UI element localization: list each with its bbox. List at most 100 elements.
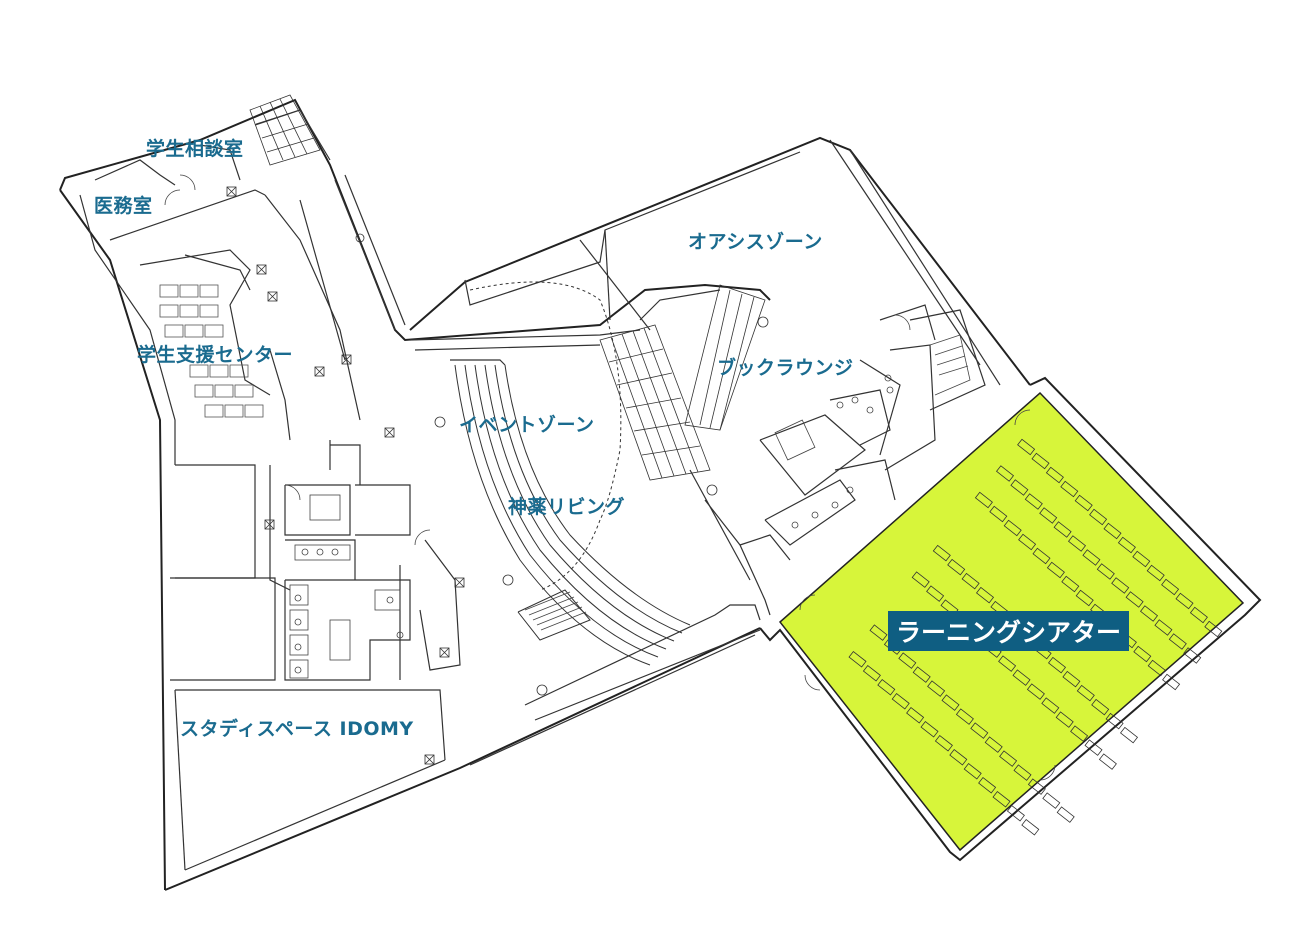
- theater-desk: [1026, 683, 1045, 700]
- theater-desk: [927, 680, 946, 697]
- oasis-zone-label[interactable]: オアシスゾーン: [688, 231, 823, 253]
- theater-desk: [1096, 563, 1115, 580]
- theater-desk: [978, 776, 997, 794]
- theater-desk: [869, 624, 888, 641]
- theater-desk: [1119, 726, 1139, 744]
- theater-desk: [1053, 521, 1072, 538]
- theater-desk: [1133, 645, 1152, 663]
- theater-desk: [898, 652, 917, 669]
- theater-desk: [1076, 684, 1095, 702]
- theater-desk: [1117, 536, 1136, 554]
- theater-desk: [941, 694, 960, 711]
- theater-desk: [1012, 669, 1031, 686]
- theater-desk: [1091, 698, 1110, 716]
- theater-desk: [999, 750, 1018, 767]
- theater-desk: [934, 734, 953, 752]
- theater-desk: [1103, 522, 1122, 540]
- theater-desk: [1161, 578, 1180, 596]
- theater-desk: [1125, 591, 1144, 608]
- theater-desk: [1162, 673, 1181, 691]
- theater-desk: [1067, 535, 1087, 552]
- theater-desk: [1018, 533, 1037, 551]
- theater-desk: [1046, 561, 1065, 579]
- theater-desk: [998, 655, 1017, 672]
- theater-desk: [963, 762, 982, 780]
- book-lounge-label[interactable]: ブックラウンジ: [717, 357, 854, 379]
- theater-desk: [1013, 764, 1032, 781]
- theater-desk: [1024, 493, 1043, 510]
- structural-columns: [226, 186, 769, 765]
- theater-desk: [1204, 620, 1223, 638]
- theater-desk: [961, 572, 980, 590]
- theater-desk: [920, 720, 939, 738]
- book-lounge-grid: [599, 284, 766, 481]
- theater-desk: [932, 544, 951, 562]
- theater-desk: [1060, 480, 1079, 498]
- student-support-center-label[interactable]: 学生支援センター: [137, 344, 294, 366]
- theater-desk: [1010, 479, 1029, 496]
- theater-desk: [912, 666, 931, 683]
- theater-desk: [1042, 792, 1061, 809]
- theater-desk: [877, 678, 896, 696]
- study-space-label[interactable]: スタディスペース IDOMY: [180, 718, 414, 740]
- theater-desk: [848, 650, 867, 668]
- restroom-fixtures: [289, 494, 404, 679]
- theater-desk: [1039, 507, 1058, 524]
- building-outline: [59, 98, 1262, 891]
- medical-room-label[interactable]: 医務室: [94, 195, 153, 217]
- theater-desk: [1189, 606, 1208, 624]
- theater-desk: [992, 790, 1011, 808]
- event-zone-label[interactable]: イベントゾーン: [459, 414, 595, 436]
- event-zone-arena: [454, 281, 691, 666]
- theater-desk: [1146, 564, 1165, 582]
- theater-desk: [1147, 659, 1166, 677]
- theater-desk: [1032, 547, 1051, 565]
- theater-desk: [1021, 818, 1040, 836]
- door-arcs: [164, 174, 1056, 781]
- theater-desk: [975, 586, 995, 604]
- theater-desk: [955, 708, 974, 725]
- theater-desk: [926, 585, 945, 602]
- shinyaku-living-label[interactable]: 神薬リビング: [508, 496, 626, 518]
- support-center-desks: [159, 284, 264, 418]
- theater-desk: [1055, 711, 1074, 728]
- theater-desk: [1070, 725, 1089, 742]
- theater-desk: [1105, 712, 1124, 730]
- oasis-restrooms: [774, 334, 971, 529]
- theater-desk: [1084, 739, 1103, 756]
- theater-desk: [1168, 633, 1187, 650]
- theater-desk: [1045, 466, 1064, 484]
- theater-desk: [891, 692, 910, 710]
- theater-desk: [1074, 494, 1093, 512]
- theater-desk: [984, 736, 1003, 753]
- event-stair-steps: [524, 591, 587, 631]
- theater-desk: [1111, 577, 1130, 594]
- theater-desk: [1031, 452, 1050, 470]
- theater-desk: [989, 505, 1008, 523]
- theater-desk: [1056, 806, 1075, 823]
- theater-desk: [906, 706, 925, 724]
- theater-desk: [1075, 589, 1094, 607]
- theater-desk: [1041, 697, 1060, 714]
- theater-desk: [1132, 550, 1151, 568]
- theater-desk: [1154, 619, 1173, 636]
- theater-desk: [1061, 575, 1080, 593]
- counseling-room-label[interactable]: 学生相談室: [146, 138, 244, 160]
- theater-desk: [1098, 753, 1117, 770]
- theater-desk: [995, 465, 1015, 482]
- theater-desk: [949, 748, 968, 766]
- inner-walls: [79, 109, 1001, 871]
- theater-desk: [1047, 656, 1067, 674]
- theater-desk: [1027, 778, 1046, 795]
- theater-desk: [1006, 804, 1025, 822]
- learning-theater-label[interactable]: ラーニングシアター: [888, 611, 1130, 651]
- theater-desk: [1082, 549, 1101, 566]
- theater-desk: [1062, 670, 1081, 688]
- theater-desk: [1003, 519, 1022, 537]
- theater-desk: [974, 491, 993, 509]
- theater-desk: [911, 571, 930, 588]
- theater-desk: [1183, 647, 1202, 664]
- theater-desk: [1175, 592, 1194, 610]
- theater-desk: [1017, 438, 1036, 456]
- theater-desk: [1089, 508, 1108, 526]
